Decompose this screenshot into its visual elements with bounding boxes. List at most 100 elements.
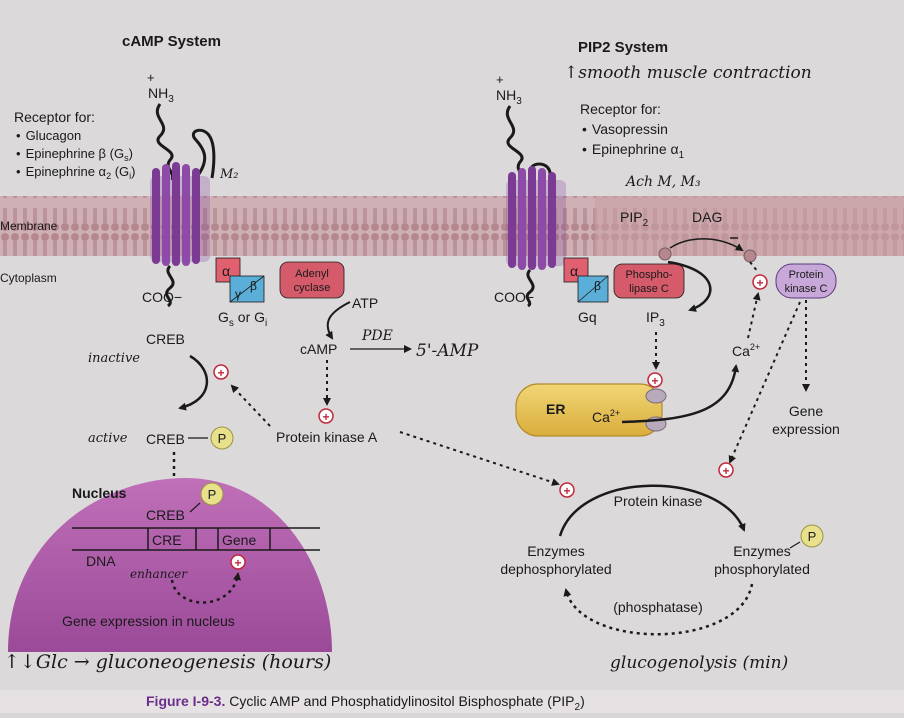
er-label: ER: [546, 401, 565, 417]
svg-text:+: +: [756, 276, 763, 290]
plc-line1: Phospho-: [625, 269, 672, 281]
handwritten-active: active: [88, 431, 128, 446]
phosphate-circle: P: [200, 482, 224, 506]
ip3-sub: 3: [659, 318, 665, 329]
phosphate-circle: P: [800, 524, 824, 548]
svg-text:•Epinephrine α2 (Gi): •Epinephrine α2 (Gi): [16, 164, 136, 181]
ca-release-arrow: [621, 364, 740, 424]
gene-label: Gene: [222, 532, 256, 548]
camp-nh3: NH: [148, 85, 168, 101]
pka-to-creb-arrow: [230, 384, 271, 427]
cytoplasm-label: Cytoplasm: [0, 271, 57, 285]
protein-kinase-label: Protein kinase: [614, 493, 703, 509]
svg-text:+: +: [217, 366, 224, 380]
svg-text:•Glucagon: • Glucagon: [16, 128, 81, 143]
pip2-receptor-bullet: •: [582, 121, 587, 137]
camp-label: cAMP: [300, 341, 337, 357]
ca-label: Ca: [732, 343, 750, 359]
er-ca: Ca: [592, 409, 610, 425]
pip2-coo: COO−: [494, 289, 534, 305]
pip2-receptor-epi-alpha1: Epinephrine α: [592, 141, 679, 157]
phospholipase-c: Phospho- lipase C: [613, 263, 685, 299]
handwritten-enhancer: enhancer: [130, 567, 188, 581]
svg-text:NH3: NH3: [148, 85, 174, 105]
phosphorylation-arrow: [558, 484, 746, 537]
adenyl-cyclase-line1: Adenyl: [295, 268, 329, 280]
creb-nucleus-label: CREB: [146, 507, 185, 523]
enzymes-dephos-line2: dephosphorylated: [500, 561, 611, 577]
camp-nh3-sub: 3: [168, 94, 174, 105]
handwritten-smooth-muscle: ↑smooth muscle contraction: [564, 63, 812, 83]
pip2-receptor-vasopressin: Vasopressin: [592, 121, 668, 137]
svg-text:P: P: [208, 487, 217, 502]
protein-kinase-c: Protein kinase C: [775, 263, 837, 299]
svg-text:+: +: [651, 374, 658, 388]
handwritten-pde: PDE: [361, 328, 393, 344]
plus-circle: +: [752, 274, 768, 290]
svg-text:+: +: [722, 464, 729, 478]
camp-receptor-for: Receptor for:: [14, 109, 95, 125]
creb-active-label: CREB: [146, 431, 185, 447]
g-i: i: [265, 318, 267, 329]
handwritten-gluconeogenesis: ↑↓Glc → gluconeogenesis (hours): [4, 651, 331, 673]
enzymes-dephos-line1: Enzymes: [527, 543, 585, 559]
pip-sub: 2: [643, 218, 649, 229]
camp-receptor: [150, 103, 216, 308]
g-alpha: α: [222, 263, 230, 279]
camp-coo: COO−: [142, 289, 182, 305]
g-gamma: γ: [235, 287, 241, 301]
pip-label: PIP: [620, 209, 643, 225]
svg-text:P: P: [218, 431, 227, 446]
g-s: s: [229, 318, 234, 329]
dag-label: DAG: [692, 209, 722, 225]
gq-alpha: α: [570, 263, 578, 279]
gene-expression-line2: expression: [772, 421, 840, 437]
caption-sub: 2: [575, 702, 581, 713]
camp-receptor-epi-alpha2: Epinephrine α: [26, 164, 107, 179]
gq-protein: α β: [563, 257, 609, 303]
creb-activation-arrow: [178, 354, 208, 411]
cell-membrane: [0, 196, 904, 256]
camp-receptor-bullet: •: [16, 128, 21, 143]
pip2-receptor-for: Receptor for:: [580, 101, 661, 117]
handwritten-inactive: inactive: [88, 351, 140, 366]
membrane-label: Membrane: [0, 219, 58, 233]
svg-text:+: +: [563, 484, 570, 498]
dna-strand: CRE Gene: [72, 527, 320, 551]
camp-receptor-epi-alpha2-tail2: ): [131, 164, 135, 179]
atp-label: ATP: [352, 295, 378, 311]
handwritten-ach: Ach M, M₃: [624, 174, 701, 190]
plus-circle: +: [647, 372, 663, 388]
pip2-nh3: NH: [496, 87, 516, 103]
svg-text:Ca2+: Ca2+: [732, 342, 760, 359]
camp-receptor-epi-alpha2-tail: (G: [111, 164, 129, 179]
pip2-receptor-epi-alpha1-sub: 1: [679, 150, 685, 161]
plus-circle: +: [213, 364, 229, 380]
plus-circle: +: [230, 554, 246, 570]
pkc-line1: Protein: [789, 269, 824, 281]
adenyl-cyclase: Adenyl cyclase: [279, 261, 345, 299]
handwritten-glycogenolysis: glucogenolysis (min): [610, 653, 788, 673]
handwritten-5-amp: 5'-AMP: [416, 341, 479, 361]
camp-g-protein: α γ β: [215, 257, 265, 303]
camp-nh3-plus: +: [147, 70, 155, 85]
gq-label: Gq: [578, 309, 597, 325]
pip2-system-title: PIP2 System: [578, 39, 668, 56]
enzymes-phos-line2: phosphorylated: [714, 561, 810, 577]
plus-circle: +: [718, 462, 734, 478]
g-label: G: [218, 309, 229, 325]
svg-text:+: +: [322, 410, 329, 424]
g-beta: β: [250, 279, 257, 293]
dna-label: DNA: [86, 553, 116, 569]
g-or: or G: [234, 309, 265, 325]
er-ca-sup: 2+: [610, 408, 620, 418]
caption-band: [0, 690, 904, 713]
camp-receptor-epi-beta-sub: s: [124, 153, 129, 163]
camp-receptor-epi-alpha2-sub2: i: [129, 171, 131, 181]
svg-text:•Epinephrine β (Gs): •Epinephrine β (Gs): [16, 146, 133, 163]
endoplasmic-reticulum: ER Ca2+: [515, 383, 667, 437]
camp-receptor-glucagon: Glucagon: [26, 128, 82, 143]
creb-label: CREB: [146, 331, 185, 347]
dag-lipid-head: [743, 249, 757, 263]
